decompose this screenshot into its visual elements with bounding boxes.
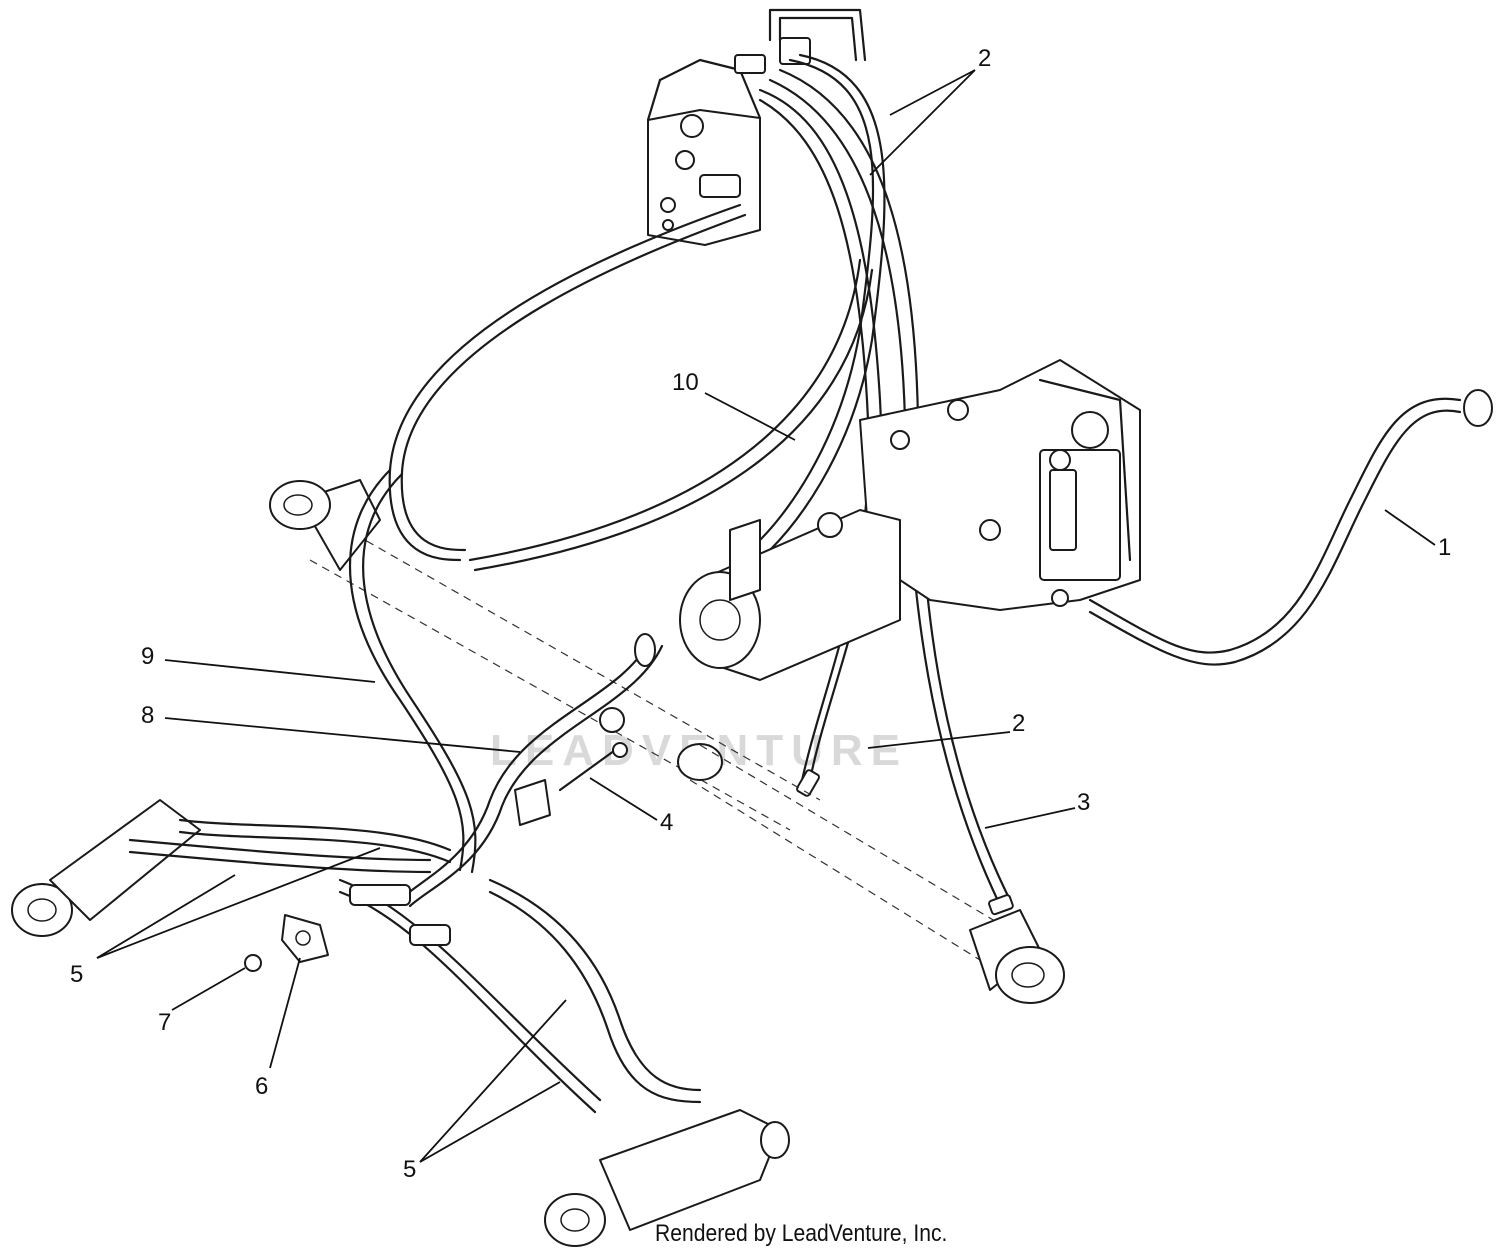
callout-10: 10 (672, 369, 699, 396)
callout-2-right: 2 (1012, 710, 1025, 737)
callout-5-left: 5 (70, 961, 83, 988)
callout-3: 3 (1077, 789, 1090, 816)
callout-4: 4 (660, 809, 673, 836)
callout-9: 9 (141, 643, 154, 670)
callout-labels: 1 2 2 3 4 5 5 6 7 8 9 10 (70, 45, 1451, 1183)
leader-lines (96, 69, 1436, 1163)
callout-6: 6 (255, 1073, 268, 1100)
callout-7: 7 (158, 1009, 171, 1036)
tube-1 (1088, 389, 1493, 666)
lift-cylinder-right (677, 743, 1065, 1004)
tubes-8-9 (349, 468, 664, 908)
bolt-4 (514, 742, 628, 826)
lift-cylinder-left (269, 479, 821, 831)
callout-8: 8 (141, 702, 154, 729)
nut-7 (244, 954, 262, 972)
callout-5-bottom: 5 (403, 1156, 416, 1183)
callout-2-top: 2 (978, 45, 991, 72)
footer-credit: Rendered by LeadVenture, Inc. (655, 1220, 948, 1247)
valve-block (646, 8, 867, 246)
pump-assembly (679, 359, 1141, 681)
clamp-6 (281, 914, 329, 963)
lower-cylinders-hoses-5 (11, 799, 790, 1247)
callout-1: 1 (1438, 534, 1451, 561)
